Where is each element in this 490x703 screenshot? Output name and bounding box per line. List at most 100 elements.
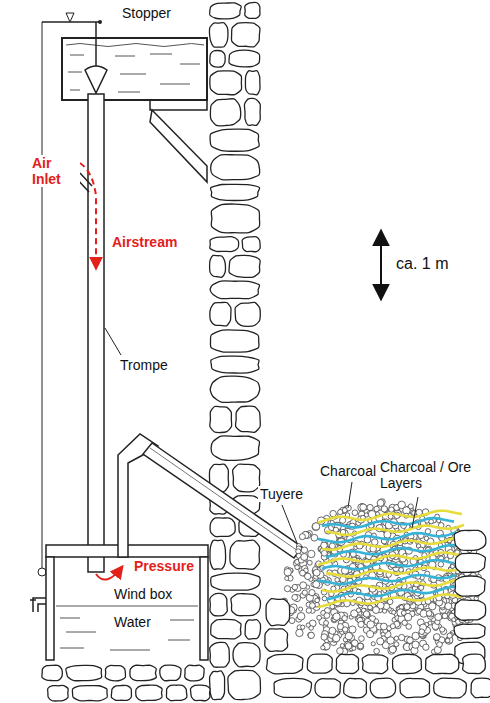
dimension-label: ca. 1 m <box>394 255 450 273</box>
charcoal-lump <box>301 625 305 629</box>
charcoal-lump <box>433 634 440 641</box>
charcoal-lump <box>452 618 456 622</box>
wind-box-wall <box>200 557 208 660</box>
charcoal-lump <box>377 499 384 506</box>
stone <box>344 678 367 697</box>
charcoal-lump <box>392 610 396 614</box>
charcoal-leader <box>348 482 352 508</box>
ore-layer <box>318 532 456 542</box>
stone <box>266 654 303 674</box>
charcoal-lump <box>340 644 344 648</box>
trompe-leader <box>105 328 121 355</box>
charcoal-lump <box>329 627 336 634</box>
wind-box-water <box>56 606 198 650</box>
tank-water-hatching <box>66 44 204 93</box>
charcoal-lump <box>360 504 367 511</box>
stone <box>66 665 102 680</box>
stone <box>233 643 260 667</box>
stone <box>236 406 261 432</box>
stone <box>136 685 162 700</box>
charcoal-layer <box>326 525 464 535</box>
charcoal-lump <box>284 586 290 592</box>
charcoal-lump <box>337 648 344 655</box>
stone <box>209 23 227 48</box>
charcoal-lump <box>408 504 413 509</box>
stone <box>245 620 260 639</box>
stone <box>426 654 459 673</box>
stone <box>210 376 260 402</box>
charcoal-lump <box>308 632 314 638</box>
stone <box>211 356 259 373</box>
charcoal-lump <box>311 534 318 541</box>
tuyere-leader <box>282 505 297 543</box>
stone <box>228 670 261 699</box>
charcoal-lump <box>343 627 348 632</box>
part-label: Charcoal / Ore Layers <box>378 459 480 491</box>
charcoal-lump <box>300 582 307 589</box>
water-hatch <box>60 618 80 619</box>
stone <box>307 654 332 673</box>
charcoal-lump <box>333 634 340 641</box>
water-hatch <box>120 74 146 75</box>
stone <box>336 654 358 673</box>
stone <box>105 665 125 680</box>
charcoal-lump <box>292 594 298 600</box>
charcoal-lump <box>342 616 347 621</box>
stone <box>211 619 241 639</box>
lever-arm <box>42 21 100 23</box>
charcoal-lump <box>310 603 316 609</box>
water-tap <box>30 598 46 612</box>
charcoal-lump <box>442 613 448 619</box>
stone <box>274 678 312 697</box>
stone <box>393 654 422 673</box>
charcoal-mound <box>282 499 482 656</box>
stone <box>233 464 260 492</box>
water-hatch <box>110 650 150 651</box>
charcoal-lump <box>292 584 298 590</box>
charcoal-lump <box>377 638 384 645</box>
water-hatch <box>180 64 200 65</box>
stone <box>266 599 290 626</box>
charcoal-lump <box>309 589 315 595</box>
charcoal-ore-layers <box>318 511 466 607</box>
charcoal-lump <box>299 607 303 611</box>
charcoal-lump <box>435 614 442 621</box>
charcoal-lump <box>426 611 432 617</box>
charcoal-lump <box>315 598 320 603</box>
flow-label: Pressure <box>132 558 196 574</box>
charcoal-lump <box>394 636 398 640</box>
charcoal-lump <box>356 608 360 612</box>
stone <box>211 573 260 590</box>
water-hatch <box>70 90 80 91</box>
charcoal-lump <box>307 560 312 565</box>
stone <box>242 237 260 252</box>
charcoal-lump <box>308 550 315 557</box>
charcoal-lump <box>381 506 387 512</box>
charcoal-lump <box>345 643 352 650</box>
charcoal-lump <box>394 642 399 647</box>
trompe-pipe <box>88 94 104 572</box>
stone <box>229 255 260 277</box>
charcoal-lump <box>296 629 303 636</box>
furnace-stones <box>265 530 490 698</box>
charcoal-lump <box>399 567 404 572</box>
water-hatch <box>115 56 135 57</box>
charcoal-lump <box>330 510 336 516</box>
stone <box>210 3 242 19</box>
stone <box>130 665 156 680</box>
stone <box>400 678 430 697</box>
airstream-arrow <box>80 163 96 268</box>
charcoal-lump <box>412 641 419 648</box>
charcoal-lump <box>389 507 394 512</box>
water-hatch <box>70 55 84 56</box>
part-label: Trompe <box>118 357 170 373</box>
water-tank <box>62 38 207 100</box>
charcoal-lump <box>324 613 330 619</box>
charcoal-lump <box>295 565 300 570</box>
charcoal-lump <box>367 621 375 629</box>
stone <box>210 406 232 432</box>
charcoal-lump <box>424 536 428 540</box>
charcoal-lump <box>324 621 329 626</box>
stone <box>210 237 239 252</box>
charcoal-lump <box>352 646 356 650</box>
